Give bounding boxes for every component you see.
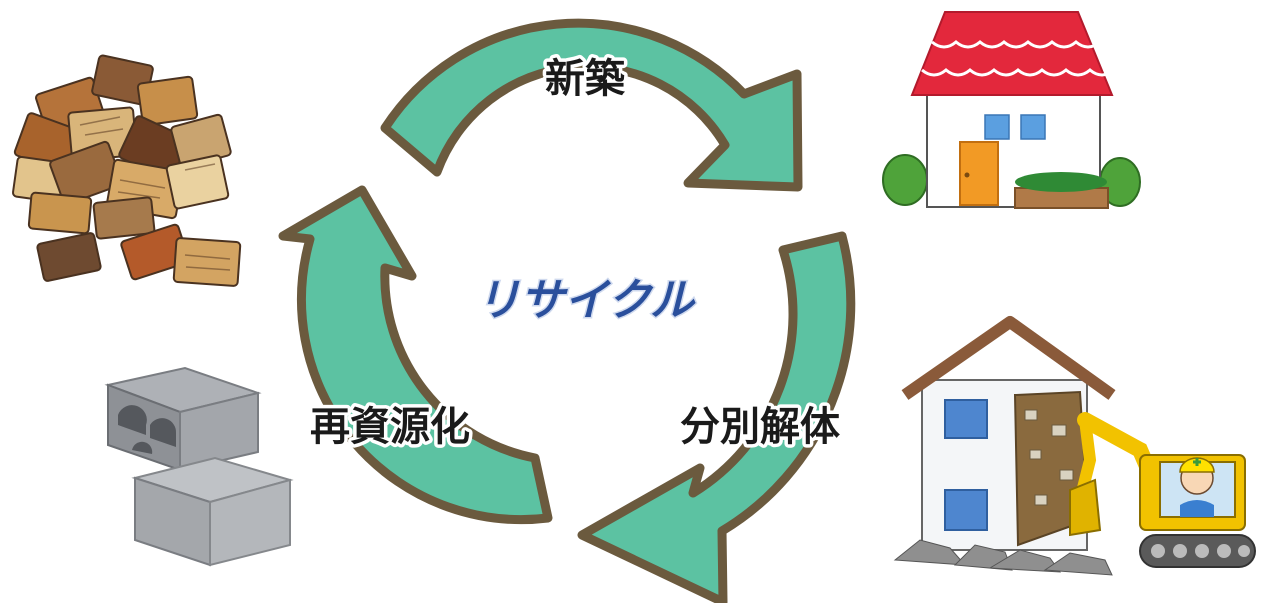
concrete-blocks-icon (104, 366, 294, 567)
arrow-new-build (380, 18, 803, 192)
arrow-demolition (577, 231, 856, 607)
demolition-excavator-icon (893, 316, 1256, 576)
wood-chips-icon (11, 54, 242, 287)
house-icon (882, 11, 1141, 209)
label-new-build: 新築 (545, 56, 626, 102)
label-recycling: 再資源化 (310, 404, 470, 450)
arrow-recycling (278, 185, 553, 525)
label-demolition: 分別解体 (680, 404, 840, 450)
center-title: リサイクル (476, 275, 696, 326)
